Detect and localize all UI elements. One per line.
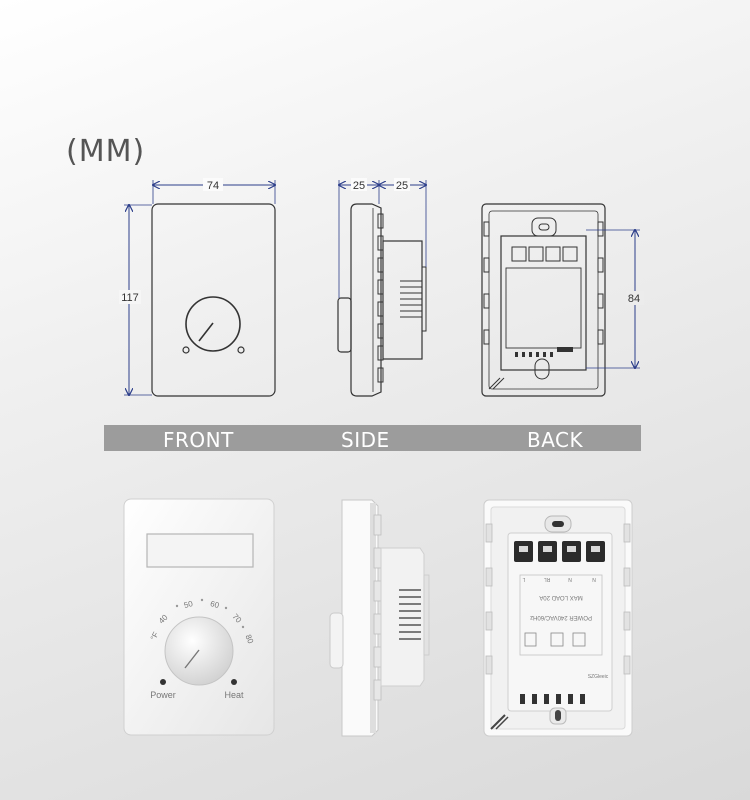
scale-label-80: 80 xyxy=(243,633,255,645)
scale-label-50: 50 xyxy=(183,599,194,610)
side-plate-outline xyxy=(350,203,382,397)
terminal-label-1: L xyxy=(522,576,525,582)
view-label-band: FRONT SIDE BACK xyxy=(104,425,641,452)
heat-led-label: Heat xyxy=(224,690,244,700)
front-power-led-outline xyxy=(182,346,190,354)
front-drawing: 74 117 xyxy=(119,178,276,397)
side-photo xyxy=(329,499,430,737)
side-photo-body xyxy=(380,547,425,687)
power-led-label: Power xyxy=(150,690,176,700)
side-photo-plate xyxy=(341,499,379,737)
front-height-value: 117 xyxy=(121,292,139,304)
back-photo: L RL N N MAX LOAD 20A POWER 240VAC/60Hz … xyxy=(483,499,633,737)
compliance-mark-icon xyxy=(524,632,537,647)
side-view-label: SIDE xyxy=(341,428,390,452)
brand-label: SZGleeic xyxy=(588,674,609,680)
scale-label-60: 60 xyxy=(209,599,220,610)
side-depth-1-value: 25 xyxy=(353,180,365,192)
recycle-mark-icon xyxy=(550,632,564,647)
unit-label: (MM) xyxy=(66,134,146,169)
max-load-label: MAX LOAD 20A xyxy=(539,594,582,600)
back-frame-outline xyxy=(481,203,606,397)
back-height-value: 84 xyxy=(628,293,640,305)
side-depth-2-value: 25 xyxy=(396,180,408,192)
power-led xyxy=(160,679,166,685)
knob-indicator xyxy=(184,649,200,669)
display-window xyxy=(146,533,254,568)
terminal-label-4: N xyxy=(592,576,596,582)
heat-led xyxy=(231,679,237,685)
side-knob-outline xyxy=(337,297,352,353)
side-drawing: 25 25 xyxy=(337,178,426,397)
terminal-label-2: RL xyxy=(544,576,551,582)
back-drawing: 84 xyxy=(481,203,644,397)
ukca-mark-icon xyxy=(572,632,586,647)
terminal-label-3: N xyxy=(568,576,572,582)
side-body-outline xyxy=(382,240,423,360)
scale-unit-label: °F xyxy=(149,630,161,641)
back-module-outline xyxy=(500,235,587,371)
front-width-value: 74 xyxy=(207,180,219,192)
power-rating-label: POWER 240VAC/60Hz xyxy=(530,614,592,620)
front-knob-outline xyxy=(185,296,241,352)
side-photo-knob xyxy=(329,612,344,669)
front-knob-indicator xyxy=(198,322,214,342)
front-heat-led-outline xyxy=(237,346,245,354)
front-view-label: FRONT xyxy=(163,428,234,452)
front-photo: °F 40 50 60 70 80 Power Heat xyxy=(123,498,275,736)
back-view-label: BACK xyxy=(527,428,584,452)
front-plate-outline xyxy=(151,203,276,397)
